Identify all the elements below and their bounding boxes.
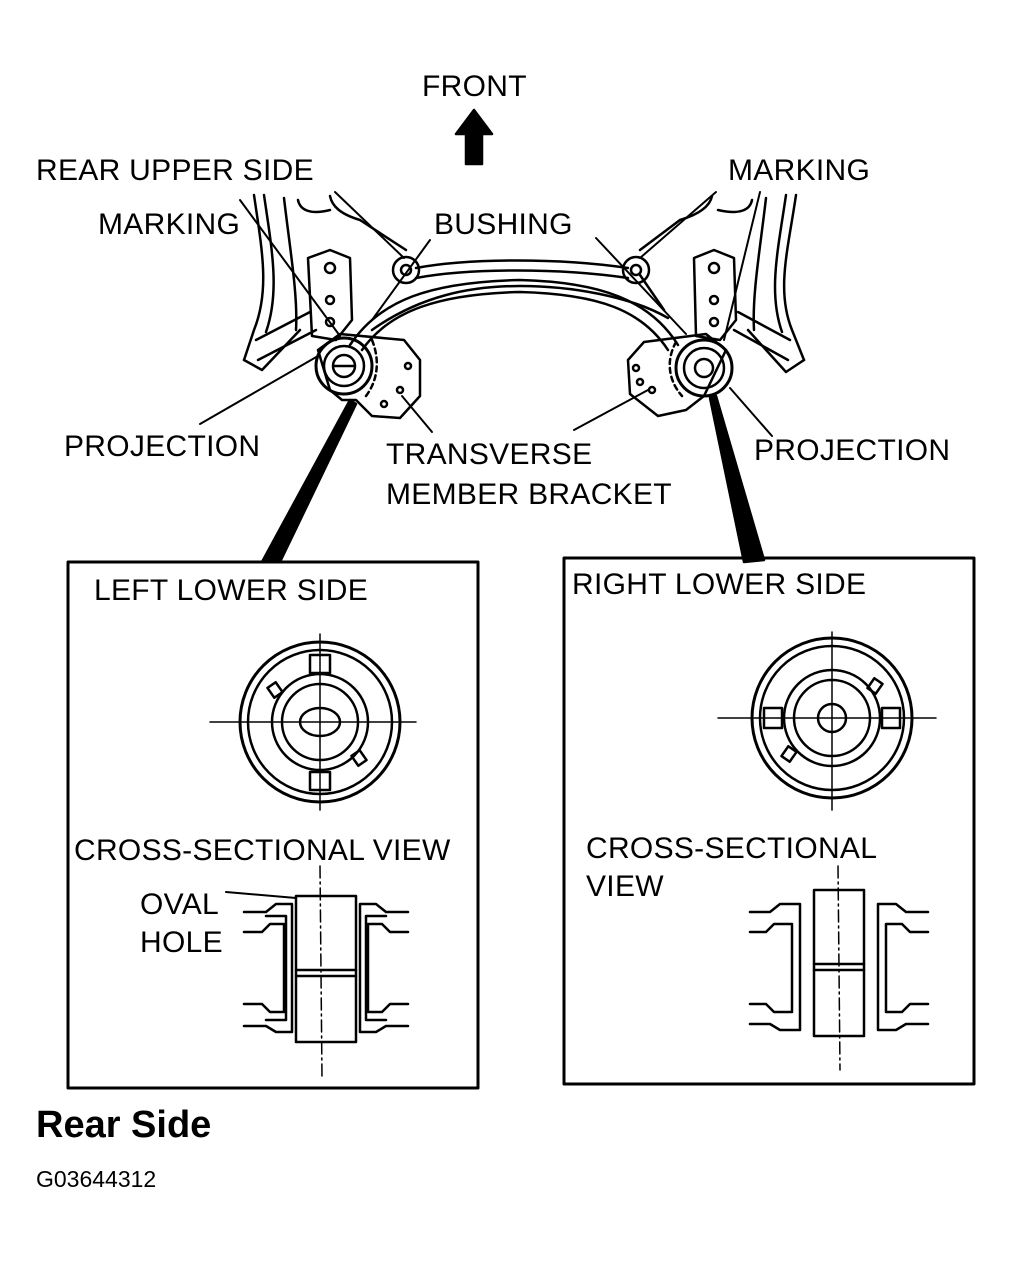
right-transverse-member-bracket — [626, 332, 734, 418]
figure-caption: Rear Side — [36, 1104, 212, 1146]
right-detail-pointer — [708, 394, 766, 564]
transverse-member — [242, 193, 806, 374]
marking-left-label: MARKING — [98, 208, 241, 241]
oval-label-line2: HOLE — [140, 926, 223, 959]
right-section-line1: CROSS-SECTIONAL — [586, 832, 878, 865]
front-label: FRONT — [422, 70, 527, 103]
oval-label-line1: OVAL — [140, 888, 220, 921]
left-transverse-member-bracket — [314, 332, 422, 420]
left-bushing-face-view — [209, 633, 417, 811]
front-arrow-icon — [454, 108, 494, 166]
marking-right-label: MARKING — [728, 154, 871, 187]
right-mount-plate — [692, 248, 738, 342]
left-mount-plate — [306, 248, 354, 342]
bushing-left-upper — [391, 255, 421, 285]
rear-upper-side-label: REAR UPPER SIDE — [36, 154, 314, 187]
right-section-line2: VIEW — [586, 870, 664, 903]
bushing-label: BUSHING — [434, 208, 573, 241]
projection-right-label: PROJECTION — [754, 434, 951, 467]
bracket-label-line1: TRANSVERSE — [386, 438, 593, 471]
right-bushing-cross-section — [748, 865, 930, 1071]
left-panel-title: LEFT LOWER SIDE — [94, 574, 369, 607]
left-detail-pointer — [260, 398, 358, 564]
bushing-right-upper — [621, 255, 651, 285]
right-lower-side-panel — [562, 556, 976, 1086]
projection-left-label: PROJECTION — [64, 430, 261, 463]
right-bushing-face-view — [717, 631, 937, 811]
leader-lines — [199, 191, 773, 437]
left-section-title: CROSS-SECTIONAL VIEW — [74, 834, 451, 867]
left-lower-side-panel — [66, 560, 480, 1090]
right-panel-title: RIGHT LOWER SIDE — [572, 568, 867, 601]
figure-code: G03644312 — [36, 1166, 157, 1192]
bracket-label-line2: MEMBER BRACKET — [386, 478, 672, 511]
left-bushing-cross-section — [225, 865, 410, 1079]
